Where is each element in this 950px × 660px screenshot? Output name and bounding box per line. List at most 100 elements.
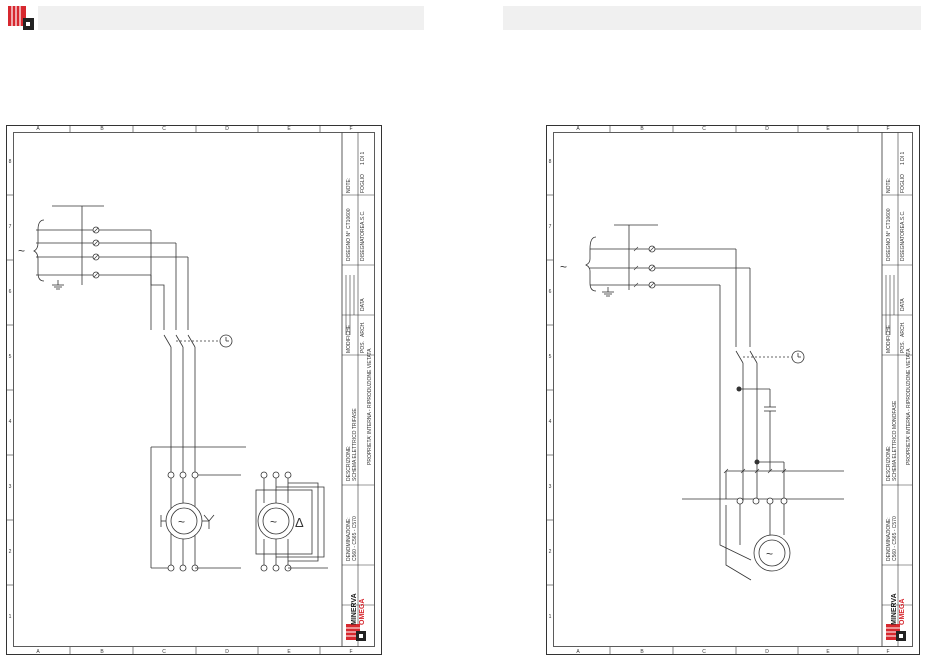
motor-star-wiring xyxy=(150,514,241,569)
grid-col-label: F xyxy=(349,649,352,655)
brand-name: MINERVA xyxy=(891,593,898,625)
delta-symbol: Δ xyxy=(295,515,304,530)
grid-col-label: C xyxy=(162,126,166,132)
designer-label: DISEGNATORE xyxy=(900,224,906,261)
denomination-label: DENOMINAZIONE: xyxy=(886,517,892,561)
grid-col-label: D xyxy=(225,126,229,132)
grid-col-label: A xyxy=(576,649,580,655)
designer-label: DISEGNATORE xyxy=(360,224,366,261)
grid-col-label: A xyxy=(36,649,40,655)
sheet-value: 1 DI 1 xyxy=(900,151,906,165)
terminal-slashes xyxy=(93,227,99,278)
description-label: DESCRIZIONE: xyxy=(346,445,352,481)
grid-col-label: D xyxy=(765,649,769,655)
terminal-slashes xyxy=(649,246,655,288)
sheet-value: 1 DI 1 xyxy=(360,151,366,165)
grid-col-label: C xyxy=(702,649,706,655)
rights-text: PROPRIETA' INTERNA - RIPRODUZIONE VIETAT… xyxy=(906,348,912,465)
grid-col-label: F xyxy=(349,126,352,132)
grid-row-label: 8 xyxy=(9,159,12,165)
description-value: SCHEMA ELETTRICO TRIFASE xyxy=(352,408,358,481)
header-bar-right xyxy=(503,6,921,30)
grid-row-label: 5 xyxy=(9,354,12,360)
drawing-no-value: CT10600 xyxy=(886,208,892,229)
grid-col-label: D xyxy=(765,126,769,132)
grid-row-label: 2 xyxy=(549,549,552,555)
date-label: DATA xyxy=(360,298,366,311)
grid-col-label: E xyxy=(826,126,830,132)
motor-ac-symbol: ~ xyxy=(178,515,185,529)
junction-dot xyxy=(736,386,742,392)
designer-value: A.S.C. xyxy=(900,211,906,225)
feed-lines xyxy=(682,249,844,581)
brand-sub: OMEGA xyxy=(359,599,366,625)
junction-dot xyxy=(754,459,760,465)
grid-row-label: 4 xyxy=(549,419,552,425)
denomination-value: C560 - C565 - C570 xyxy=(352,516,358,561)
modifications-label: MODIFICHE xyxy=(346,324,352,353)
pos-label: POS. xyxy=(900,341,906,353)
grid-col-label: B xyxy=(640,126,644,132)
grid-col-label: B xyxy=(640,649,644,655)
schematic-sheet-single-phase: A B C D E F A B C D E F 8 7 6 5 4 3 2 1 … xyxy=(546,125,920,655)
grid-col-label: F xyxy=(886,126,889,132)
schematic-sheet-three-phase: A B C D E F A B C D E F 8 7 6 5 4 3 2 1 … xyxy=(6,125,382,655)
sheet-label: FOGLIO xyxy=(900,174,906,193)
grid-col-label: E xyxy=(826,649,830,655)
grid-col-label: E xyxy=(287,649,291,655)
drawing-no-value: CT10600 xyxy=(346,208,352,229)
grid-row-label: 6 xyxy=(9,289,12,295)
brand-sub: OMEGA xyxy=(899,599,906,625)
grid-col-label: E xyxy=(287,126,291,132)
grid-row-label: 6 xyxy=(549,289,552,295)
description-label: DESCRIZIONE: xyxy=(886,445,892,481)
grid-row-label: 3 xyxy=(9,484,12,490)
brand-logo-icon xyxy=(886,624,906,641)
title-block: NOTE: FOGLIO 1 DI 1 DISEGNO N° CT10600 D… xyxy=(881,132,912,647)
arch-label: ARCH. xyxy=(360,321,366,337)
designer-value: A.S.C. xyxy=(360,211,366,225)
grid-col-label: C xyxy=(702,126,706,132)
note-label: NOTE: xyxy=(886,178,892,193)
motor-terminals-star xyxy=(167,471,199,572)
grid-col-label: F xyxy=(886,649,889,655)
slash-marks xyxy=(633,246,787,474)
title-block: NOTE: FOGLIO 1 DI 1 DISEGNO N° CT10600 D… xyxy=(341,132,374,647)
motor-delta-wiring xyxy=(255,478,328,569)
description-value: SCHEMA ELETTRICO MONOFASE xyxy=(892,400,898,481)
date-label: DATA xyxy=(900,298,906,311)
grid-col-label: B xyxy=(100,126,104,132)
brand-logo-icon xyxy=(346,624,366,641)
grid-row-label: 3 xyxy=(549,484,552,490)
grid-col-label: D xyxy=(225,649,229,655)
modifications-label: MODIFICHE xyxy=(886,324,892,353)
rights-text: PROPRIETA' INTERNA - RIPRODUZIONE VIETAT… xyxy=(367,348,373,465)
pos-label: POS. xyxy=(360,341,366,353)
grid-row-label: 8 xyxy=(549,159,552,165)
grid-row-label: 1 xyxy=(549,614,552,620)
arch-label: ARCH. xyxy=(900,321,906,337)
motor-terminals xyxy=(736,497,788,505)
drawing-no-label: DISEGNO N° xyxy=(886,231,892,261)
ac-symbol: ~ xyxy=(18,244,25,258)
motor-single-phase xyxy=(753,534,791,572)
grid-row-label: 7 xyxy=(549,224,552,230)
motor-delta-ac-symbol: ~ xyxy=(270,515,277,529)
supply-lines xyxy=(585,224,750,297)
header-bar-left xyxy=(38,6,424,30)
grid-row-label: 1 xyxy=(9,614,12,620)
sheet-label: FOGLIO xyxy=(360,174,366,193)
motor-ac-symbol: ~ xyxy=(766,547,773,561)
ac-symbol: ~ xyxy=(560,260,567,274)
timer-icon xyxy=(219,334,233,348)
grid-col-label: B xyxy=(100,649,104,655)
note-label: NOTE: xyxy=(346,178,352,193)
grid-row-label: 5 xyxy=(549,354,552,360)
brand-name: MINERVA xyxy=(351,593,358,625)
grid-row-label: 4 xyxy=(9,419,12,425)
timer-icon xyxy=(791,350,805,364)
grid-col-label: C xyxy=(162,649,166,655)
denomination-label: DENOMINAZIONE: xyxy=(346,517,352,561)
grid-row-label: 2 xyxy=(9,549,12,555)
grid-row-label: 7 xyxy=(9,224,12,230)
